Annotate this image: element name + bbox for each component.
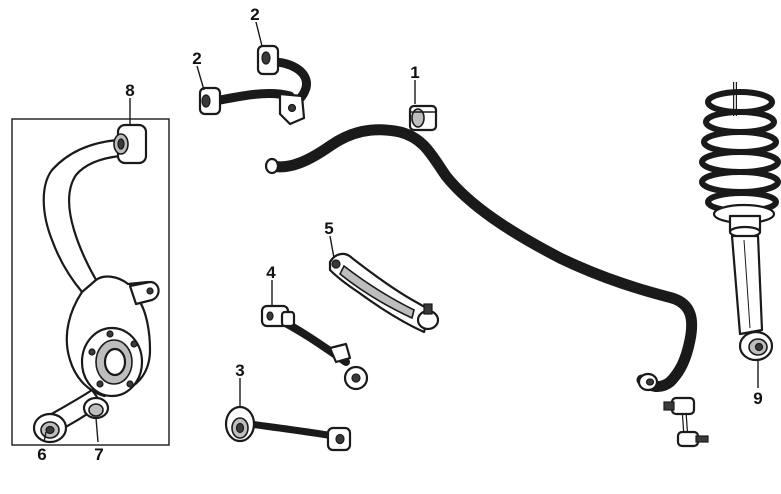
lower-bushing-6 xyxy=(32,412,68,444)
shock-absorber xyxy=(699,82,781,362)
damper-lower-eye xyxy=(738,330,774,362)
callout-7: 7 xyxy=(94,445,103,464)
lateral-link-bushing-left xyxy=(224,405,256,443)
stabilizer-bar xyxy=(264,124,698,392)
knuckle-frame xyxy=(11,118,170,446)
callout-4: 4 xyxy=(266,263,276,282)
toe-link-end-left xyxy=(260,304,296,328)
lower-link-ball-joint xyxy=(416,303,440,331)
lateral-link-3 xyxy=(224,405,352,452)
toe-link-4 xyxy=(260,304,369,391)
callout-5: 5 xyxy=(324,219,333,238)
leader-lines xyxy=(43,21,759,443)
callout-8: 8 xyxy=(125,81,134,100)
callout-9: 9 xyxy=(753,389,762,408)
steering-lug xyxy=(128,280,160,306)
lateral-link-bushing-right xyxy=(326,426,352,452)
hub-flange xyxy=(80,326,144,398)
upper-control-arm xyxy=(198,44,311,126)
callout-2-top: 2 xyxy=(250,5,259,24)
spring-seat xyxy=(712,203,776,239)
stabilizer-bushing xyxy=(408,104,438,132)
knuckle-assembly xyxy=(11,118,170,446)
knuckle-upper-arm xyxy=(42,138,122,294)
callout-3: 3 xyxy=(235,361,244,380)
stabilizer-end-link xyxy=(663,396,709,448)
damper-body xyxy=(730,234,764,336)
upper-bushing xyxy=(113,123,148,165)
toe-link-end-right xyxy=(343,365,369,391)
callout-6: 6 xyxy=(37,445,46,464)
upper-arm-bushing-top xyxy=(256,44,280,76)
callout-2-left: 2 xyxy=(192,49,201,68)
coil-spring xyxy=(699,89,781,214)
callouts: 1 2 2 3 4 5 6 7 8 9 xyxy=(37,5,762,464)
upper-arm-bushing-left xyxy=(198,86,222,116)
callout-1: 1 xyxy=(410,63,419,82)
lower-link-5 xyxy=(328,252,440,334)
lower-bushing-7 xyxy=(82,396,110,420)
